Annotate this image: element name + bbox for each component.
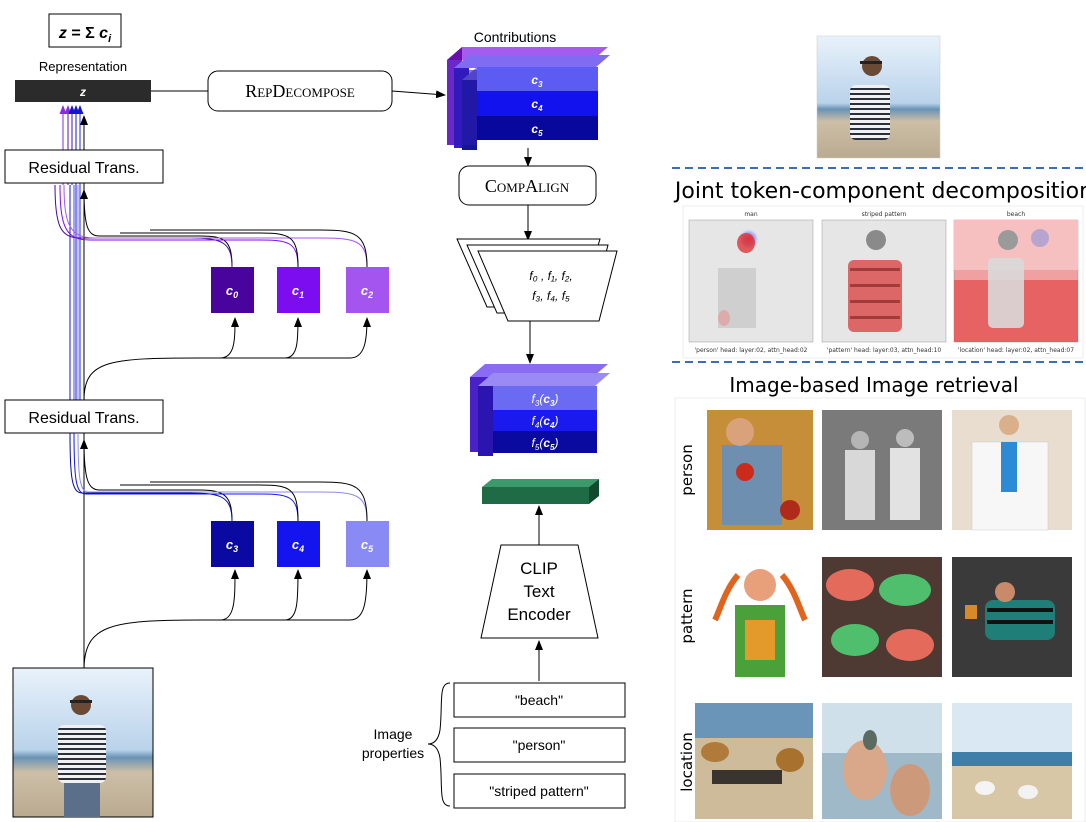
z-label: z — [79, 85, 86, 99]
row-label-pattern: pattern — [678, 588, 696, 643]
formula-text: z = Σ ci — [58, 25, 112, 45]
contribution-c4-label: c4 — [531, 97, 543, 113]
component-c5-box — [346, 521, 389, 567]
retrieval-location-3 — [952, 703, 1072, 819]
component-c5: c5 — [346, 521, 389, 567]
retrieval-person-1 — [707, 410, 813, 530]
contributions-stack: c3 c4 c5 — [447, 47, 610, 150]
clip-line1: CLIP — [520, 559, 558, 578]
component-c0-label: c0 — [226, 283, 238, 300]
upper-component-links — [54, 184, 371, 401]
row-label-location: location — [678, 732, 696, 792]
joint-decomposition-title: Joint token-component decomposition — [673, 179, 1086, 204]
query-image — [816, 35, 941, 159]
aligned-f3 — [493, 386, 597, 410]
retrieval-pattern-3 — [952, 557, 1072, 677]
contribution-c5-label: c5 — [531, 122, 543, 138]
retrieval-title: Image-based Image retrieval — [729, 373, 1018, 397]
component-c3-box — [211, 521, 254, 567]
input-photo — [12, 667, 154, 818]
heatmap-title-beach: beach — [1007, 211, 1025, 218]
contributions-label: Contributions — [474, 29, 557, 45]
component-c2-box — [346, 267, 389, 313]
contribution-c3 — [477, 67, 598, 91]
component-c5-label: c5 — [361, 537, 374, 554]
property-striped-pattern-label: "striped pattern" — [489, 783, 588, 799]
retrieval-location-1 — [695, 703, 813, 819]
component-c3: c3 — [211, 521, 254, 567]
aligned-f4-label: f4(c4) — [532, 414, 559, 430]
residual-label-lower: Residual Trans. — [28, 410, 139, 427]
aligned-stack: f3(c3) f4(c4) f5(c5) — [470, 364, 610, 456]
retrieval-person-3 — [952, 410, 1072, 531]
f-text-line1: f₀ , f₁, f₂, — [529, 269, 572, 283]
aligned-f5 — [493, 431, 597, 453]
representation-label: Representation — [39, 59, 127, 74]
property-person-label: "person" — [513, 737, 566, 753]
repdecompose-label: REPDECOMPOSE — [245, 81, 355, 101]
repdecompose-arrow — [391, 90, 446, 99]
component-c4: c4 — [277, 521, 320, 567]
formula-box: z = Σ ci — [48, 13, 122, 48]
component-c4-box — [277, 521, 320, 567]
heatmap-caption-striped: 'pattern' head: layer:03, attn_head:10 — [827, 347, 942, 354]
compalign-label: COMPALIGN — [485, 176, 570, 196]
clip-line3: Encoder — [507, 605, 571, 624]
clip-text-encoder: CLIP Text Encoder — [480, 544, 599, 639]
aligned-f4 — [493, 410, 597, 431]
aligned-f3-label: f3(c3) — [532, 392, 559, 408]
heatmap-caption-man: 'person' head: layer:02, attn_head:02 — [695, 347, 808, 354]
retrieval-grid: person pattern location — [674, 397, 1086, 822]
retrieval-pattern-2 — [822, 557, 942, 677]
lower-component-links — [69, 432, 371, 671]
component-c1-label: c1 — [292, 283, 304, 300]
contribution-c3-label: c3 — [531, 73, 543, 89]
residual-block-upper: Residual Trans. — [4, 149, 164, 184]
aligned-f5-label: f5(c5) — [532, 436, 559, 452]
residual-stream — [59, 105, 88, 670]
residual-label-upper: Residual Trans. — [28, 160, 139, 177]
properties-brace — [427, 682, 451, 807]
compalign-box: COMPALIGN — [458, 165, 597, 206]
residual-block-lower: Residual Trans. — [4, 399, 164, 434]
heatmap-panel: man 'person' head: layer:02, attn_head:0… — [682, 205, 1084, 359]
heatmap-title-striped: striped pattern — [862, 211, 907, 218]
image-properties-line2: properties — [362, 745, 424, 761]
component-c1: c1 — [277, 267, 320, 313]
text-embedding-face — [482, 487, 589, 504]
contribution-c5 — [477, 116, 598, 140]
component-c2: c2 — [346, 267, 389, 313]
contribution-c4 — [477, 91, 598, 116]
property-striped-pattern: "striped pattern" — [453, 773, 626, 809]
heatmap-title-man: man — [744, 211, 758, 218]
clip-line2: Text — [523, 582, 554, 601]
property-person: "person" — [453, 727, 626, 763]
retrieval-person-2 — [822, 410, 942, 530]
heatmap-caption-beach: 'location' head: layer:02, attn_head:07 — [958, 347, 1074, 354]
image-properties-line1: Image — [374, 726, 413, 742]
component-c0-box — [211, 267, 254, 313]
component-c4-label: c4 — [292, 537, 304, 554]
property-beach: "beach" — [453, 682, 626, 718]
text-embedding-bar — [482, 479, 599, 504]
repdecompose-box: REPDECOMPOSE — [207, 70, 393, 112]
component-c3-label: c3 — [226, 537, 238, 554]
row-label-person: person — [678, 444, 696, 495]
z-bar: z — [15, 80, 151, 102]
projection-heads: f₀ , f₁, f₂, f₃, f₄, f₅ — [456, 238, 618, 322]
f-text-line2: f₃, f₄, f₅ — [532, 289, 570, 303]
component-c1-box — [277, 267, 320, 313]
component-c0: c0 — [211, 267, 254, 313]
property-beach-label: "beach" — [515, 692, 563, 708]
component-c2-label: c2 — [361, 283, 373, 300]
retrieval-pattern-1 — [707, 557, 813, 677]
retrieval-location-2 — [822, 703, 942, 819]
